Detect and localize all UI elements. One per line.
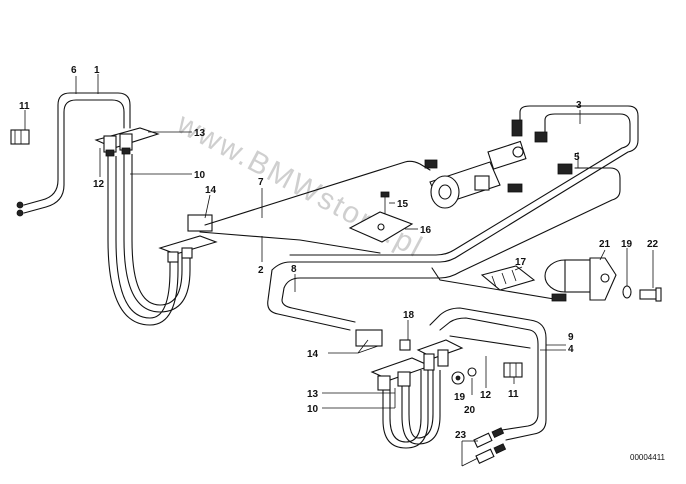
fitting-icon <box>534 131 548 143</box>
callout-11: 11 <box>19 101 30 112</box>
bolt-18 <box>399 339 411 351</box>
leader-lines <box>24 74 654 467</box>
callout-15: 15 <box>397 199 409 210</box>
fitting-icon <box>557 163 573 175</box>
callout-labels: 6 1 11 13 10 12 14 7 2 8 3 5 15 16 17 21… <box>19 65 659 441</box>
main-brake-lines <box>199 105 639 441</box>
callout-16: 16 <box>420 225 432 236</box>
clip-11-upper <box>10 129 30 145</box>
connector-17 <box>480 265 536 291</box>
bolt-15 <box>380 191 390 215</box>
front-left-brake-lines <box>16 92 131 217</box>
callout-18: 18 <box>403 310 415 321</box>
callout-10: 10 <box>307 404 319 415</box>
callout-22: 22 <box>647 239 659 250</box>
callout-11: 11 <box>508 389 519 400</box>
callout-14: 14 <box>307 349 319 360</box>
callout-13: 13 <box>194 128 206 139</box>
master-cylinder <box>424 140 527 209</box>
pressure-regulator-21 <box>544 257 617 302</box>
bracket-16 <box>348 211 414 243</box>
callout-19: 19 <box>621 239 633 250</box>
washer-hole <box>455 375 461 381</box>
callout-12: 12 <box>480 390 492 401</box>
callout-10: 10 <box>194 170 206 181</box>
fittings-23 <box>473 427 507 464</box>
callout-23: 23 <box>455 430 467 441</box>
bracket-upper-left <box>94 127 160 157</box>
callout-9: 9 <box>568 332 574 343</box>
fitting-icon <box>511 119 523 137</box>
callout-3: 3 <box>576 100 582 111</box>
bolt-icon <box>16 201 24 209</box>
callout-1: 1 <box>94 65 100 76</box>
callout-20: 20 <box>464 405 476 416</box>
callout-4: 4 <box>568 344 574 355</box>
flex-hoses-upper-left <box>107 154 191 326</box>
nut-20 <box>467 367 477 377</box>
callout-13: 13 <box>307 389 319 400</box>
flex-hoses-lower <box>382 370 441 449</box>
bracket-middle-left <box>158 214 218 263</box>
callout-7: 7 <box>258 177 264 188</box>
callout-8: 8 <box>291 264 297 275</box>
callout-2: 2 <box>258 265 264 276</box>
callout-5: 5 <box>574 152 580 163</box>
callout-14: 14 <box>205 185 217 196</box>
clip-11-lower <box>503 362 523 378</box>
bolt-22 <box>639 287 662 302</box>
callout-6: 6 <box>71 65 77 76</box>
washer-icon <box>622 285 632 299</box>
document-number: 00004411 <box>630 453 666 462</box>
bracket-lower-middle <box>355 329 464 391</box>
callout-12: 12 <box>93 179 105 190</box>
callout-21: 21 <box>599 239 611 250</box>
callout-17: 17 <box>515 257 527 268</box>
callout-19: 19 <box>454 392 466 403</box>
bolt-icon <box>16 209 24 217</box>
